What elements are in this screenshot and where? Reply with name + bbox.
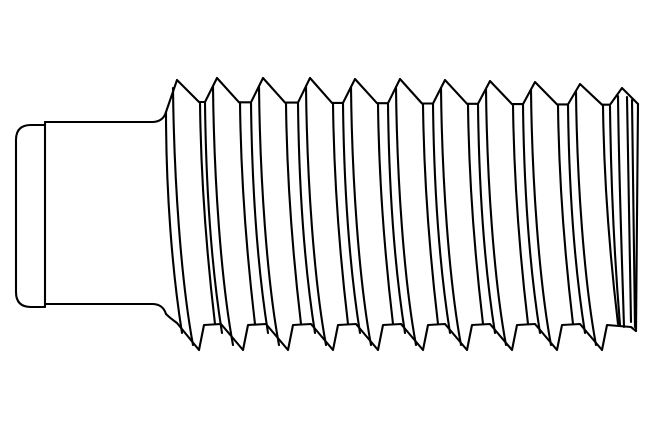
screw-point-cap [14,123,47,309]
shank-bottom-edge [43,302,168,316]
screw-end-edge [634,102,640,333]
thread-helix-lines [164,84,626,347]
thread-top-profile [164,76,640,114]
end-face-lines [625,95,637,329]
